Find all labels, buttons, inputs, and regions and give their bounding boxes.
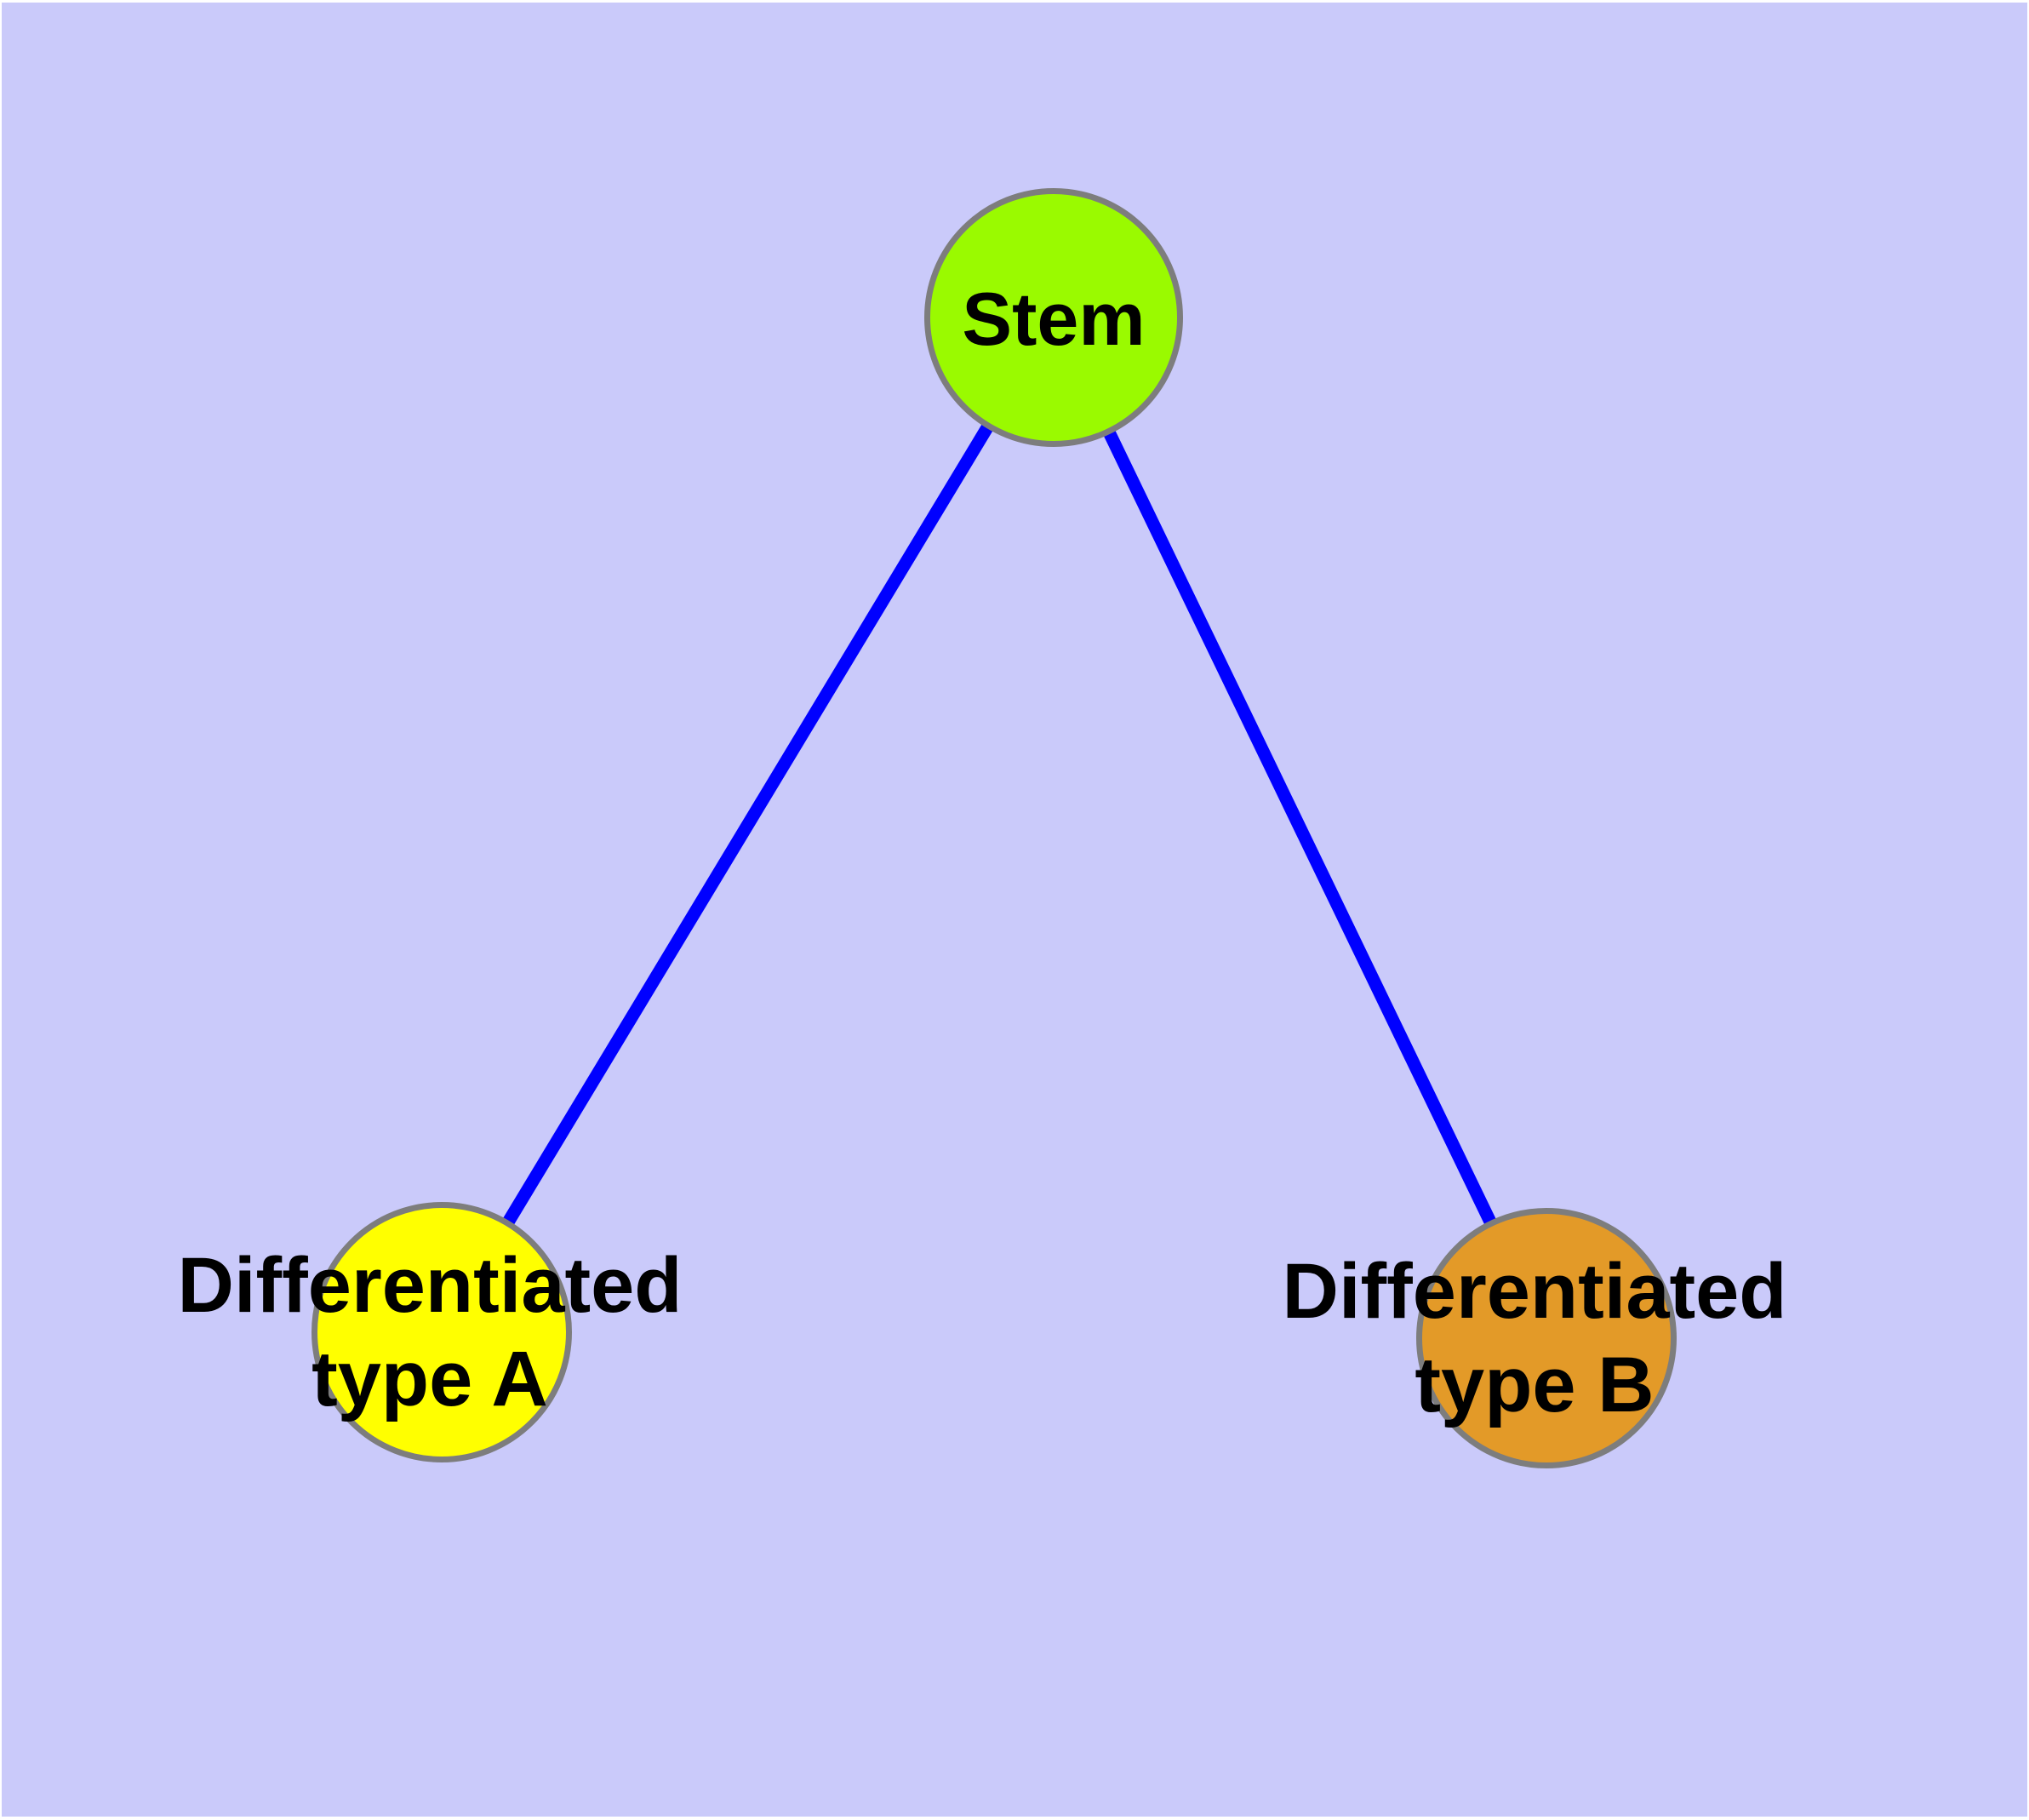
- edge-stem-to-type-a: [436, 314, 1060, 1336]
- stem-node: [924, 188, 1183, 447]
- edge-stem-to-type-b: [1048, 314, 1552, 1342]
- diagram-canvas: Stem Differentiated type A Differentiate…: [2, 3, 2027, 1817]
- differentiated-type-a-node: [311, 1202, 572, 1462]
- stem-node-label: Stem: [962, 277, 1146, 361]
- type-b-label-line-2: type B: [1415, 1342, 1655, 1428]
- type-a-label-line-2: type A: [311, 1336, 548, 1422]
- type-b-node-label: Differentiated type B: [1283, 1245, 1787, 1432]
- differentiated-type-b-node: [1416, 1208, 1677, 1468]
- type-a-label-line-1: Differentiated: [177, 1242, 683, 1329]
- type-b-label-line-1: Differentiated: [1282, 1248, 1787, 1335]
- type-a-node-label: Differentiated type A: [178, 1239, 683, 1426]
